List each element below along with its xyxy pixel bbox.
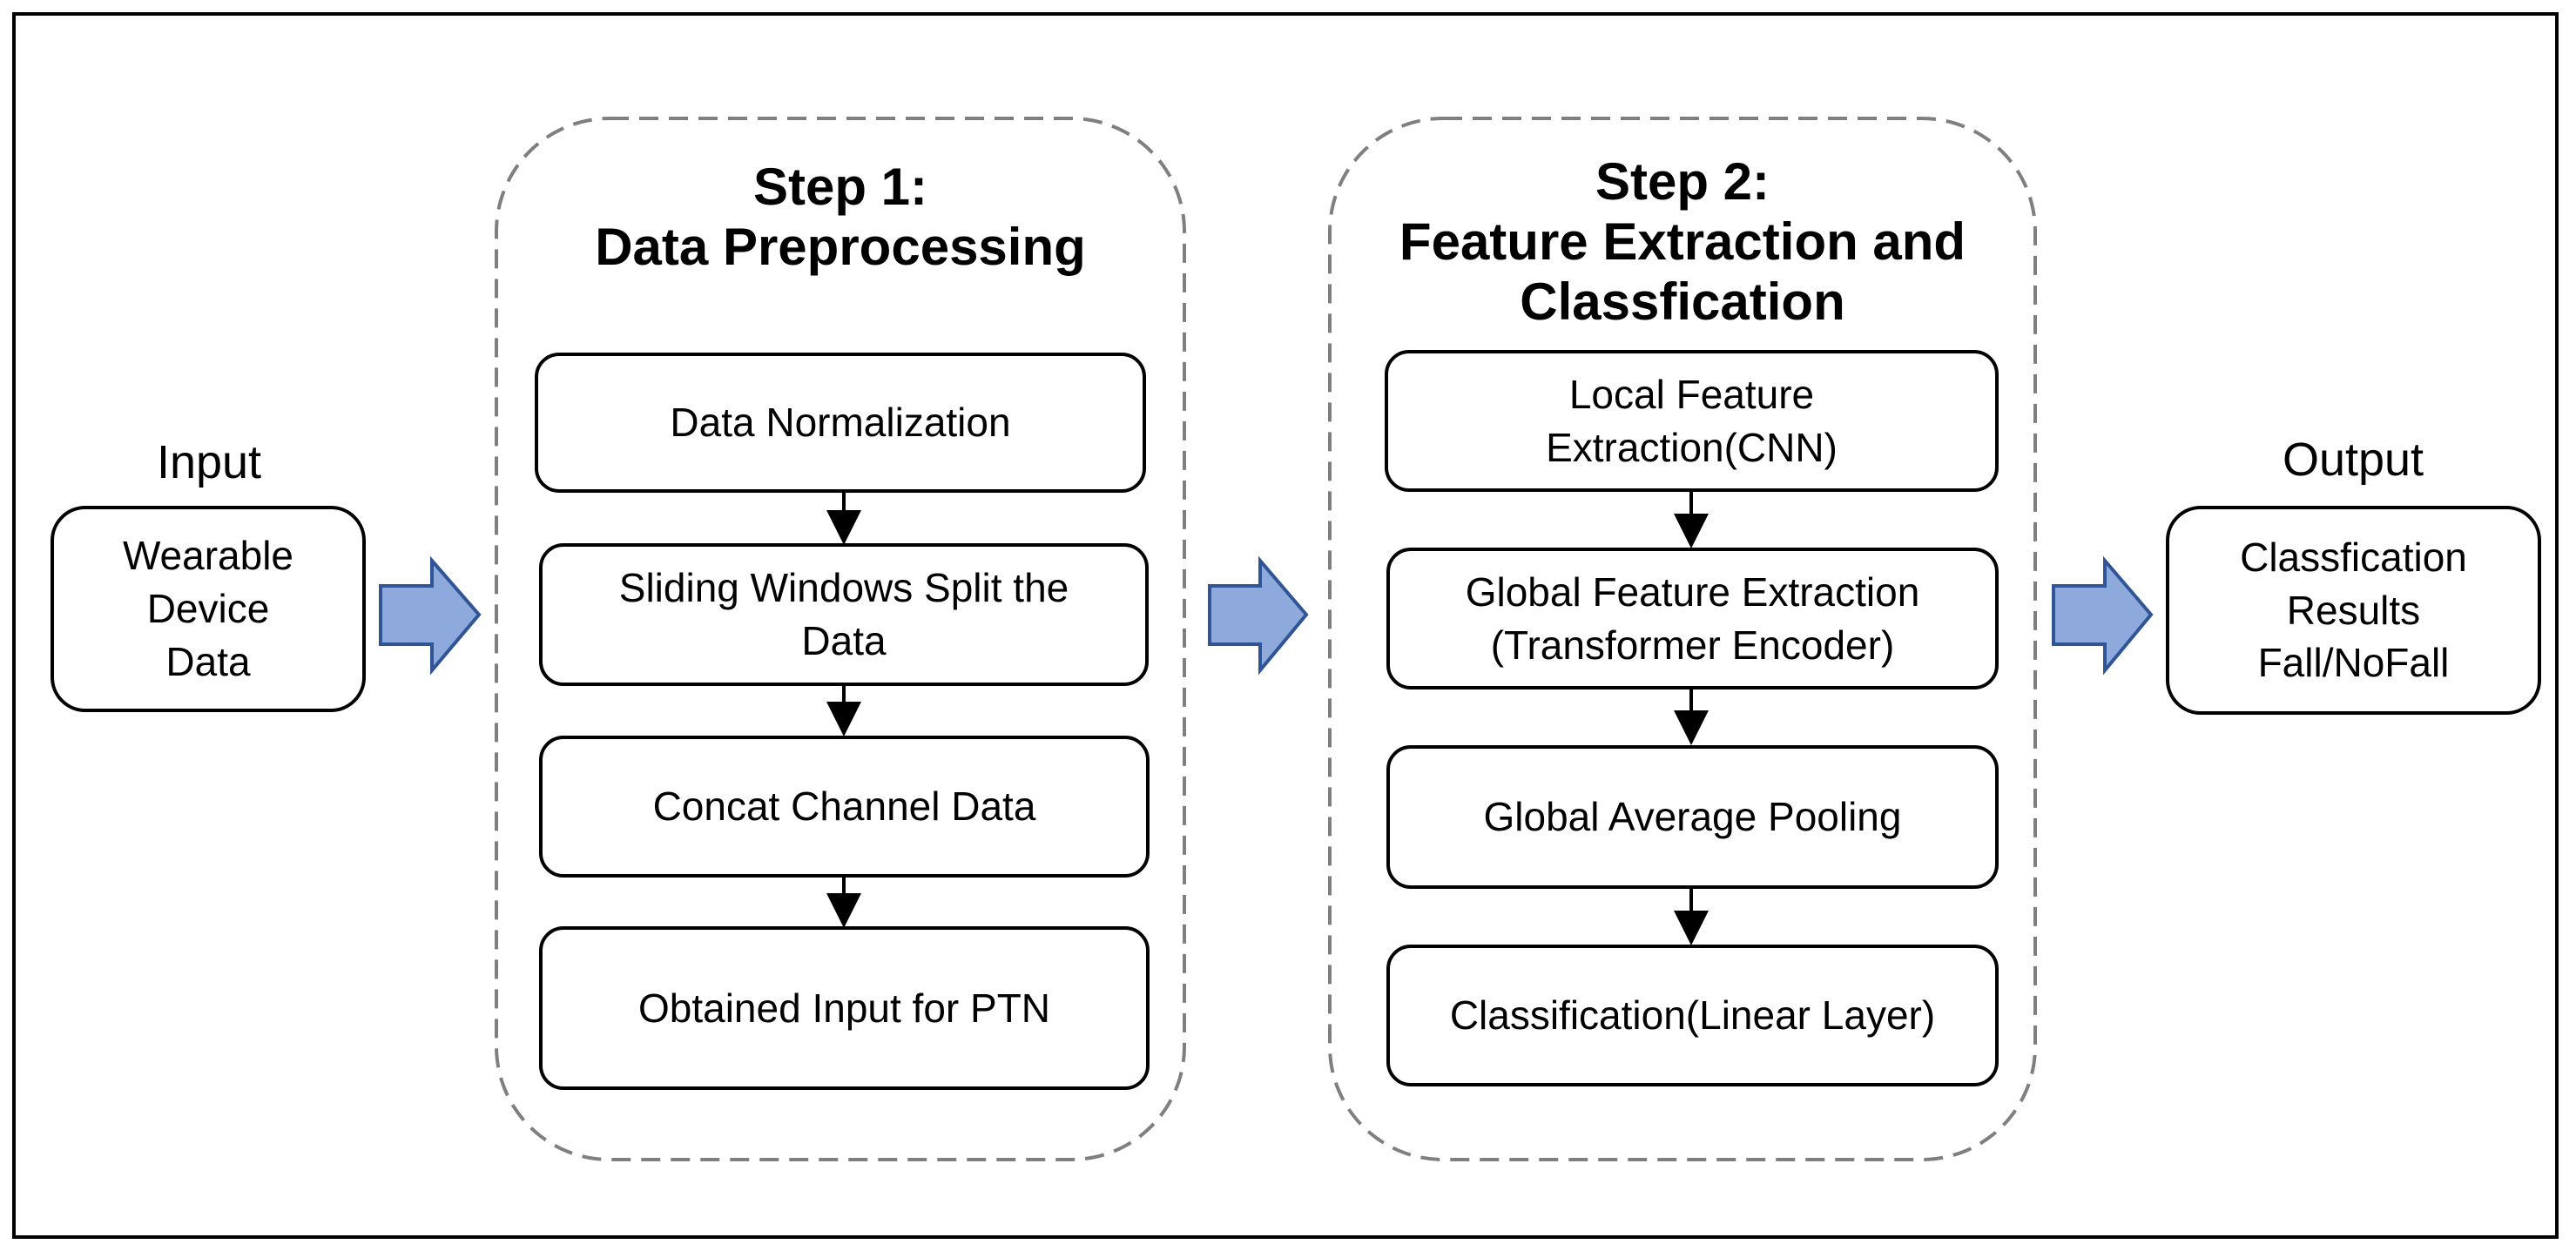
global-pooling-box: Global Average Pooling bbox=[1386, 745, 1999, 889]
step1-to-step2-arrow bbox=[1208, 555, 1309, 676]
local-feature-box: Local Feature Extraction(CNN) bbox=[1385, 350, 1999, 492]
step2-to-output-arrow bbox=[2052, 555, 2154, 676]
step2-title: Step 2: Feature Extraction and Classfica… bbox=[1399, 152, 1966, 331]
step1-group-border bbox=[495, 117, 1186, 1161]
input-data-box: Wearable Device Data bbox=[51, 506, 366, 712]
obtained-input-box: Obtained Input for PTN bbox=[539, 926, 1150, 1090]
output-heading: Output bbox=[2282, 434, 2424, 486]
global-feature-box: Global Feature Extraction (Transformer E… bbox=[1386, 548, 1999, 689]
data-normalization-box: Data Normalization bbox=[535, 353, 1146, 493]
classification-layer-box: Classification(Linear Layer) bbox=[1386, 945, 1999, 1086]
concat-channel-box: Concat Channel Data bbox=[539, 736, 1150, 878]
input-heading: Input bbox=[156, 436, 262, 488]
step1-title: Step 1: Data Preprocessing bbox=[595, 158, 1086, 276]
output-results-box: Classfication Results Fall/NoFall bbox=[2166, 506, 2541, 715]
sliding-windows-box: Sliding Windows Split the Data bbox=[539, 543, 1149, 686]
diagram-frame bbox=[12, 12, 2559, 1239]
step2-group-border bbox=[1328, 117, 2037, 1161]
input-to-step1-arrow bbox=[379, 555, 482, 676]
